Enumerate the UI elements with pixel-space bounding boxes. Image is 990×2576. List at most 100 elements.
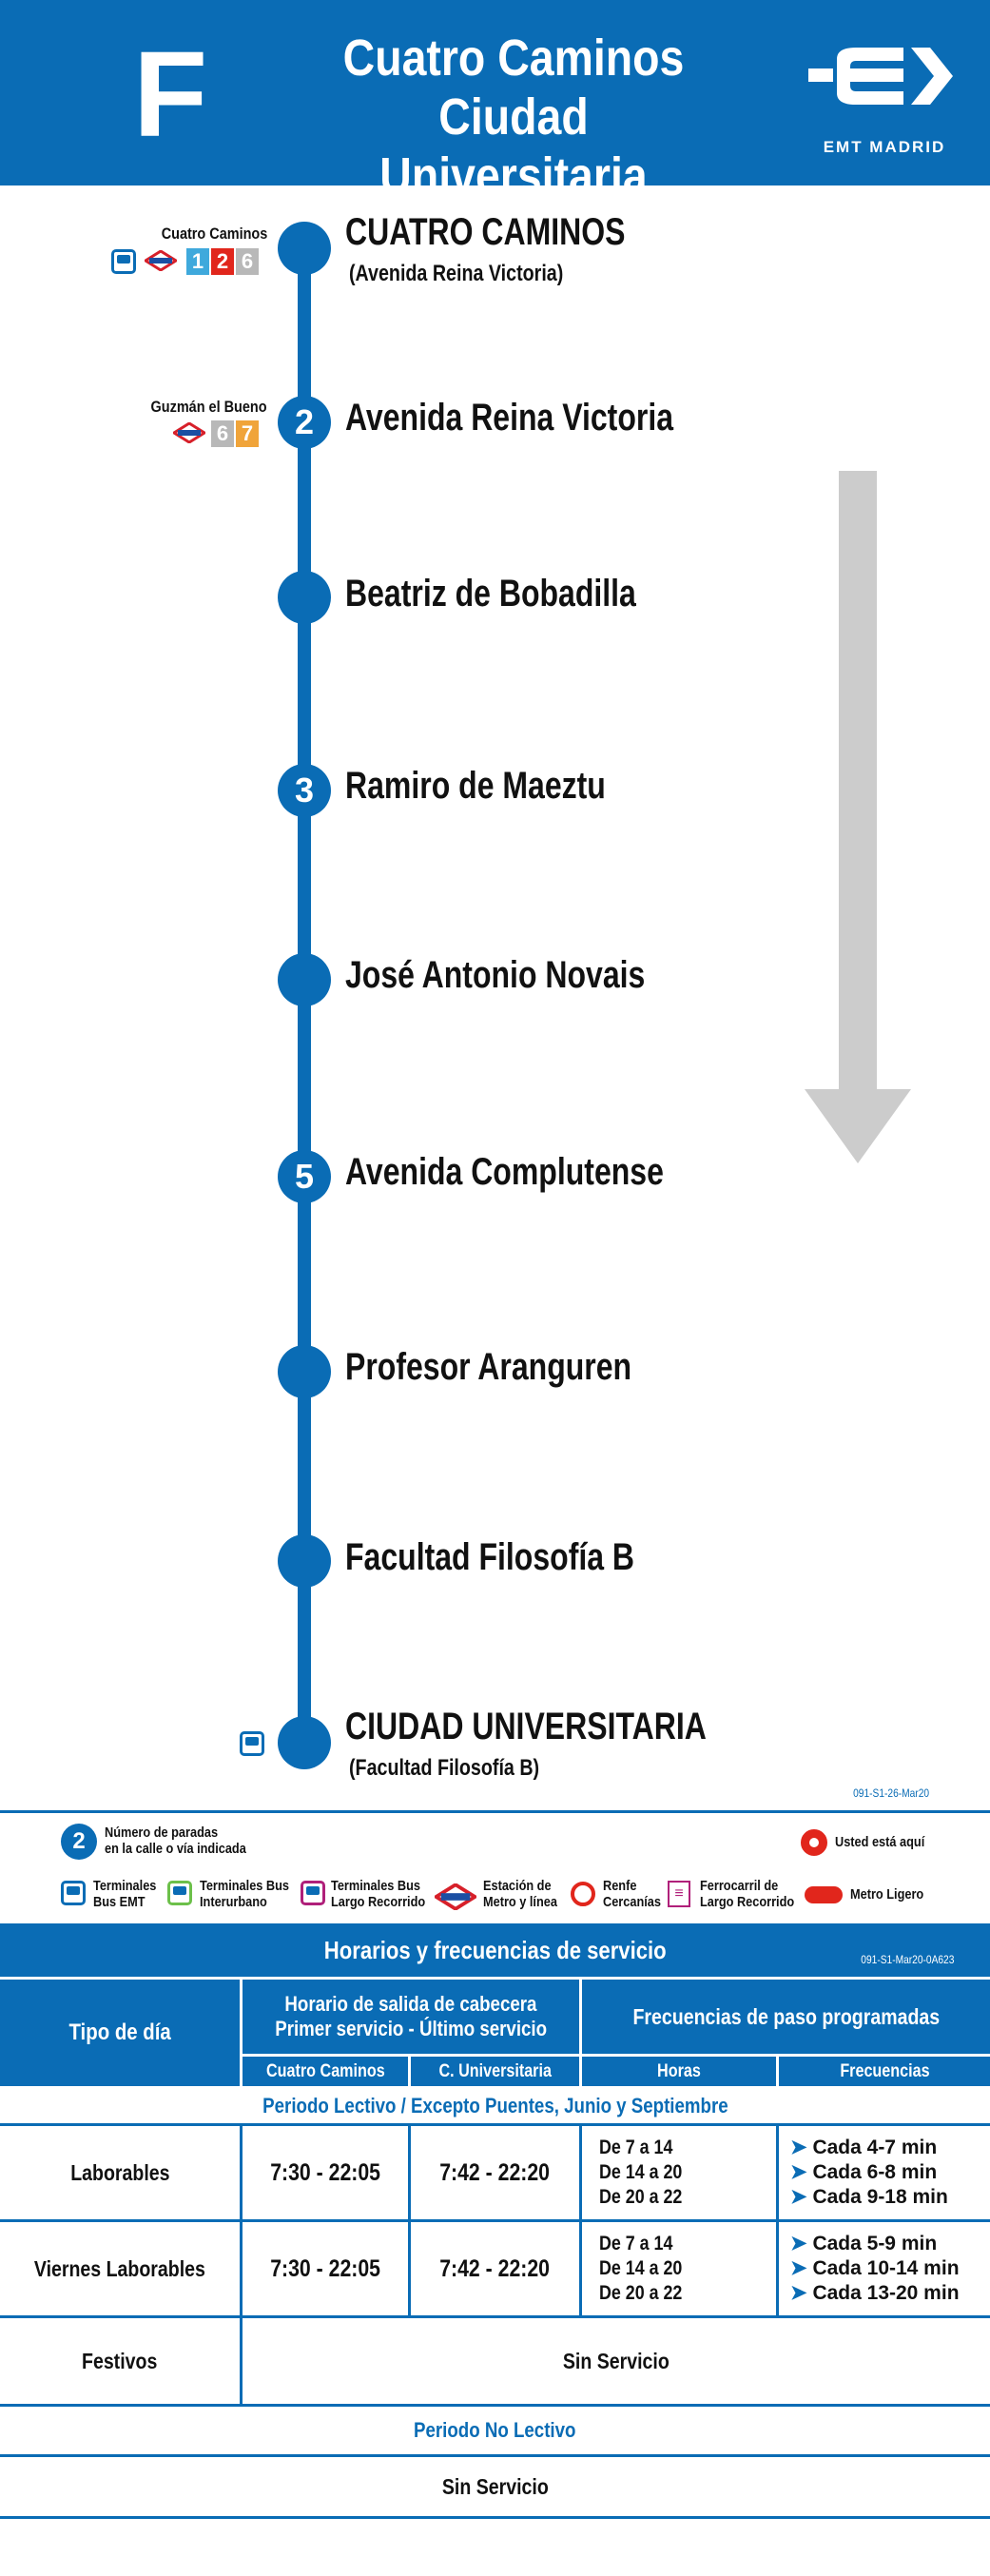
legend-text: Largo Recorrido xyxy=(331,1894,426,1910)
stop-name: Profesor Aranguren xyxy=(345,1346,632,1388)
table-cell-first-last: 7:42 - 22:20 xyxy=(411,2126,579,2219)
arrow-icon: ➤ xyxy=(790,2233,807,2254)
table-cell-hours: De 7 a 14 De 14 a 20 De 20 a 22 xyxy=(582,2126,776,2219)
subheader-text: Horas xyxy=(657,2060,701,2081)
period-text: Periodo No Lectivo xyxy=(414,2418,576,2442)
column-divider xyxy=(408,2123,411,2315)
cell-text: Sin Servicio xyxy=(441,2473,549,2499)
bus-terminal-icon xyxy=(61,1881,86,1905)
cell-text: Viernes Laborables xyxy=(33,2255,206,2281)
table-code: 091-S1-Mar20-0A623 xyxy=(860,1953,954,1966)
logo-text: EMT MADRID xyxy=(823,138,946,156)
subheader-c-universitaria: C. Universitaria xyxy=(411,2057,579,2086)
subheader-hours: Horas xyxy=(582,2057,776,2086)
col-header-text: Horario de salida de cabecera xyxy=(284,1992,537,2016)
cell-text: 7:42 - 22:20 xyxy=(439,2158,551,2186)
legend-text: Metro y línea xyxy=(483,1894,557,1910)
cell-text: Cada 4-7 min xyxy=(812,2137,938,2158)
route-title-line2: Ciudad Universitaria xyxy=(379,88,648,205)
direction-arrow-icon xyxy=(805,1089,911,1163)
stop-name: CIUDAD UNIVERSITARIA xyxy=(345,1706,707,1747)
cell-text: De 14 a 20 xyxy=(599,2257,683,2279)
route-title: Cuatro Caminos Ciudad Universitaria xyxy=(309,29,718,205)
line-letter: F xyxy=(133,27,208,163)
you-are-here-icon xyxy=(801,1829,827,1856)
arrow-icon: ➤ xyxy=(790,2137,807,2158)
legend-text: Ferrocarril de xyxy=(700,1878,779,1894)
direction-arrow-shaft xyxy=(839,471,877,1099)
row-divider xyxy=(0,2516,990,2519)
cell-text: 7:30 - 22:05 xyxy=(270,2254,380,2282)
connection-label: Cuatro Caminos xyxy=(161,224,267,243)
stop-subtitle: (Facultad Filosofía B) xyxy=(349,1755,540,1781)
light-metro-icon xyxy=(805,1886,843,1903)
row-divider xyxy=(0,2315,990,2318)
schedule-title-text: Horarios y frecuencias de servicio xyxy=(323,1936,667,1964)
stop-dot: 5 xyxy=(278,1150,331,1203)
subheader-text: C. Universitaria xyxy=(438,2060,552,2081)
legend-text: Largo Recorrido xyxy=(700,1894,795,1910)
stop-dot: 2 xyxy=(278,396,331,449)
renfe-icon xyxy=(571,1882,595,1906)
subheader-text: Frecuencias xyxy=(839,2060,930,2081)
stop-dot: 3 xyxy=(278,764,331,817)
table-cell-frequencies: ➤ Cada 4-7 min ➤ Cada 6-8 min ➤ Cada 9-1… xyxy=(779,2126,990,2219)
cell-text: De 20 a 22 xyxy=(599,2186,683,2208)
schedule-title: Horarios y frecuencias de servicio xyxy=(0,1923,990,1977)
cell-text: De 20 a 22 xyxy=(599,2282,683,2304)
stop-name: Facultad Filosofía B xyxy=(345,1536,635,1578)
table-cell-first-last: 7:30 - 22:05 xyxy=(243,2222,408,2315)
stop-dot xyxy=(278,222,331,275)
col-header-day: Tipo de día xyxy=(0,1980,240,2086)
subheader-frequencies: Frecuencias xyxy=(779,2057,990,2086)
metro-icon xyxy=(145,250,177,271)
cell-text: Festivos xyxy=(82,2348,158,2373)
connection-label: Guzmán el Bueno xyxy=(150,398,267,416)
legend-divider xyxy=(0,1810,990,1813)
stop-dot xyxy=(278,1534,331,1588)
stop-dot xyxy=(278,571,331,624)
legend-text: Cercanías xyxy=(603,1894,661,1910)
cell-text: Cada 6-8 min xyxy=(812,2161,938,2183)
table-cell-no-service: Sin Servicio xyxy=(0,2457,990,2516)
cell-text: Cada 10-14 min xyxy=(812,2257,960,2279)
legend-item: Metro Ligero xyxy=(850,1886,924,1903)
stop-subtitle: (Avenida Reina Victoria) xyxy=(349,261,564,286)
legend-text: Bus EMT xyxy=(93,1894,146,1910)
long-distance-rail-icon: ≡ xyxy=(668,1881,690,1907)
period-lectivo: Periodo Lectivo / Excepto Puentes, Junio… xyxy=(0,2089,990,2123)
col-header-day-text: Tipo de día xyxy=(68,2020,171,2045)
legend-text: Terminales xyxy=(93,1878,157,1894)
bus-terminal-icon xyxy=(111,249,136,274)
row-divider xyxy=(0,2123,990,2126)
legend-text: Estación de xyxy=(483,1878,552,1894)
cell-text: 7:30 - 22:05 xyxy=(270,2158,380,2186)
emt-logo-icon xyxy=(808,48,953,105)
arrow-icon: ➤ xyxy=(790,2186,807,2208)
map-code: 091-S1-26-Mar20 xyxy=(853,1786,929,1800)
stop-name: Ramiro de Maeztu xyxy=(345,765,606,807)
stop-name: Beatriz de Bobadilla xyxy=(345,573,636,615)
period-no-lectivo: Periodo No Lectivo xyxy=(0,2407,990,2454)
column-divider xyxy=(240,2123,243,2404)
col-header-text: Frecuencias de paso programadas xyxy=(632,2003,940,2029)
interurban-bus-icon xyxy=(167,1881,192,1905)
arrow-icon: ➤ xyxy=(790,2282,807,2304)
metro-line-badge: 6 xyxy=(236,248,259,275)
row-divider xyxy=(0,2404,990,2407)
legend-text: Terminales Bus xyxy=(331,1878,421,1894)
metro-line-badge: 6 xyxy=(211,420,234,447)
cell-text: Cada 9-18 min xyxy=(812,2186,948,2208)
column-divider xyxy=(776,2123,779,2315)
arrow-icon: ➤ xyxy=(790,2257,807,2279)
arrow-icon: ➤ xyxy=(790,2161,807,2183)
metro-line-badge: 1 xyxy=(186,248,209,275)
legend-text: Renfe xyxy=(603,1878,637,1894)
col-header-frequencies: Frecuencias de paso programadas xyxy=(582,1980,990,2054)
route-title-line1: Cuatro Caminos xyxy=(342,29,685,87)
